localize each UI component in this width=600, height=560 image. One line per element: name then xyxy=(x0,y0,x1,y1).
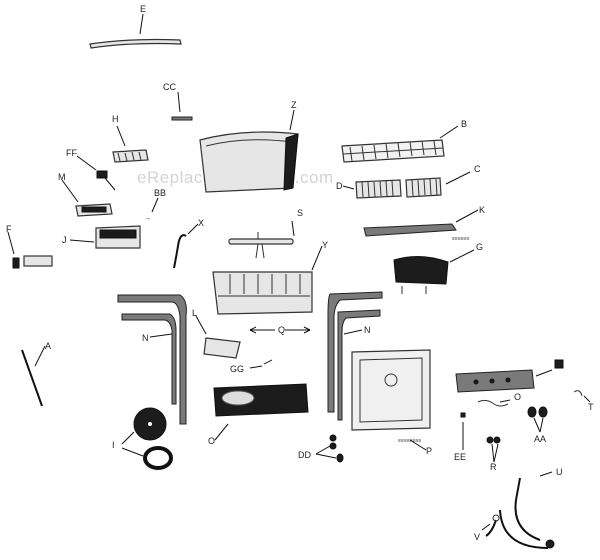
part-a xyxy=(21,345,46,407)
part-d-grate xyxy=(342,179,402,199)
label-d: D xyxy=(336,181,343,191)
label-e: E xyxy=(140,4,146,14)
label-v: V xyxy=(474,532,480,542)
part-aa xyxy=(527,406,548,433)
label-ff: FF xyxy=(66,148,77,158)
label-a: A xyxy=(45,341,51,351)
label-aa: AA xyxy=(534,434,546,444)
label-m: M xyxy=(58,172,66,182)
part-f xyxy=(7,231,53,269)
svg-text:≡≡≡≡≡≡≡≡: ≡≡≡≡≡≡≡≡ xyxy=(398,438,421,444)
label-o-valve: O xyxy=(514,392,521,402)
part-n-frame-left xyxy=(117,294,187,425)
part-g-side-burner xyxy=(393,249,475,294)
part-x-hose xyxy=(173,223,199,269)
part-o-shelf xyxy=(213,383,309,441)
label-l: L xyxy=(192,308,197,318)
part-dd-fasteners xyxy=(315,434,344,463)
part-c-grate xyxy=(405,171,471,198)
label-x: X xyxy=(198,218,204,228)
label-b: B xyxy=(461,119,467,129)
part-y-firebox xyxy=(212,245,323,315)
label-cc: CC xyxy=(163,82,176,92)
part-side-burner-valve xyxy=(455,359,564,407)
label-dd: DD xyxy=(298,450,311,460)
part-ee xyxy=(460,412,466,450)
part-r xyxy=(486,436,501,463)
label-c: C xyxy=(474,164,481,174)
label-ee: EE xyxy=(454,452,466,462)
label-z: Z xyxy=(291,100,297,110)
label-g: G xyxy=(476,242,483,252)
part-p-door: ≡≡≡≡≡≡≡≡ xyxy=(351,349,431,451)
part-k-shield: ≡≡≡≡≡≡ xyxy=(363,209,479,242)
svg-text:→: → xyxy=(144,215,151,222)
part-cc-bar xyxy=(171,91,193,121)
svg-text:≡≡≡≡≡≡: ≡≡≡≡≡≡ xyxy=(452,236,470,242)
label-p: P xyxy=(426,446,432,456)
part-q-spacer xyxy=(249,326,311,334)
part-h-rack xyxy=(112,125,149,163)
part-n-frame-right xyxy=(327,291,383,421)
label-y: Y xyxy=(322,240,328,250)
label-f: F xyxy=(6,224,12,234)
label-t: T xyxy=(588,402,594,412)
label-bb: BB xyxy=(154,188,166,198)
label-q: Q xyxy=(278,325,285,335)
label-h: H xyxy=(112,114,119,124)
part-m-panel xyxy=(61,179,113,217)
label-n-right: N xyxy=(364,325,371,335)
label-r: R xyxy=(490,462,497,472)
part-bb: → xyxy=(144,197,159,222)
part-i-wheel xyxy=(121,407,173,470)
part-e-rod xyxy=(89,13,182,49)
part-l-panel xyxy=(195,315,241,359)
label-j: J xyxy=(62,235,67,245)
label-s: S xyxy=(297,208,303,218)
label-gg: GG xyxy=(230,364,244,374)
part-gg xyxy=(249,359,273,369)
part-j-housing xyxy=(69,225,141,249)
part-ff xyxy=(76,155,116,191)
label-o-shelf: O xyxy=(208,436,215,446)
part-v-regulator xyxy=(481,514,500,537)
label-i: I xyxy=(112,440,115,450)
label-k: K xyxy=(479,205,485,215)
label-n-left: N xyxy=(142,333,149,343)
label-u: U xyxy=(556,467,563,477)
part-u-hose xyxy=(499,471,555,549)
part-z-lid xyxy=(199,109,299,193)
part-b-warming-rack xyxy=(341,125,459,163)
part-t xyxy=(573,390,591,403)
part-s-burner xyxy=(228,220,295,259)
